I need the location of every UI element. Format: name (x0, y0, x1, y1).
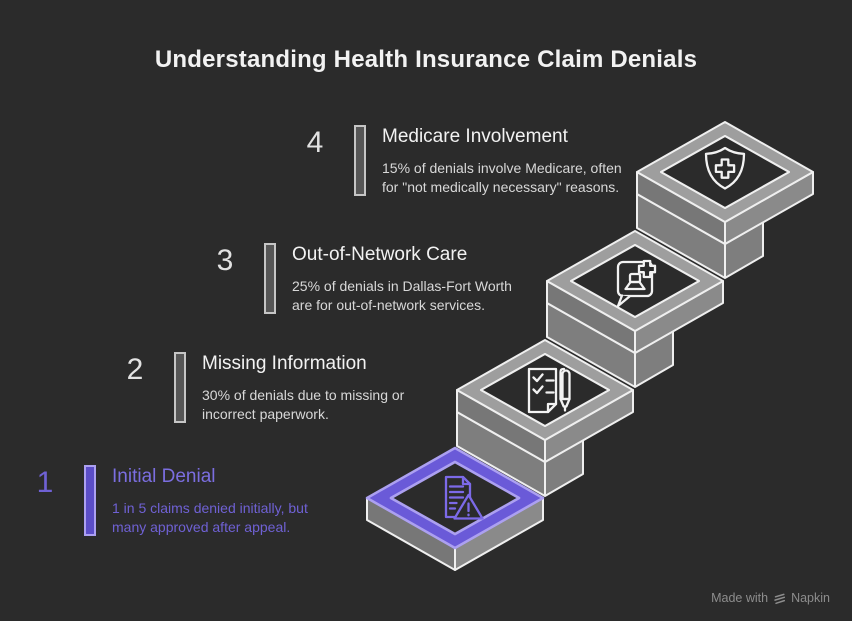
shield-cross-icon (704, 146, 746, 190)
step-accent-bar (354, 125, 366, 196)
staircase-step-3 (546, 230, 724, 388)
step-number: 1 (36, 466, 54, 499)
step-item-3: 3 Out-of-Network Care 25% of denials in … (208, 243, 534, 314)
step-description: 15% of denials involve Medicare, often f… (382, 160, 622, 195)
staircase-step-4 (636, 121, 814, 279)
step-item-4: 4 Medicare Involvement 15% of denials in… (298, 125, 624, 196)
step-number: 2 (126, 353, 144, 386)
step-title: Initial Denial (112, 466, 216, 487)
staircase-step-2 (456, 339, 634, 497)
step-description: 30% of denials due to missing or incorre… (202, 387, 405, 422)
made-with-label: Made with (711, 591, 769, 605)
step-item-2: 2 Missing Information 30% of denials due… (118, 352, 437, 423)
chat-medical-icon (616, 259, 657, 308)
step-title: Missing Information (202, 353, 367, 374)
napkin-logo-icon (774, 593, 786, 604)
step-description: 25% of denials in Dallas-Fort Worth are … (292, 278, 512, 313)
staircase-step-1 (365, 446, 545, 571)
step-accent-bar (174, 352, 186, 423)
document-warning-icon (444, 475, 484, 520)
step-title: Out-of-Network Care (292, 244, 468, 265)
step-accent-bar (264, 243, 276, 314)
checklist-pen-icon (527, 367, 571, 414)
step-title: Medicare Involvement (382, 126, 568, 147)
step-number: 3 (216, 244, 234, 277)
made-with-badge: Made with Napkin (711, 591, 830, 605)
step-item-1: 1 Initial Denial 1 in 5 claims denied in… (28, 465, 340, 536)
page-title: Understanding Health Insurance Claim Den… (154, 46, 698, 73)
step-description: 1 in 5 claims denied initially, but many… (112, 500, 308, 535)
step-accent-bar (84, 465, 96, 536)
step-number: 4 (306, 126, 324, 159)
brand-name: Napkin (791, 591, 830, 605)
